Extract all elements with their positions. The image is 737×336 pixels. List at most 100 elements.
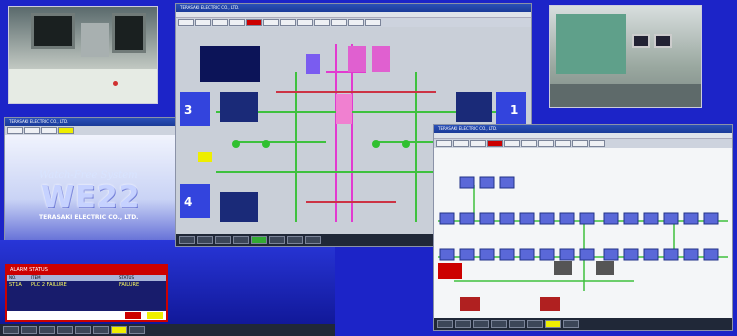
network-node-icon[interactable]: [643, 248, 659, 261]
network-node-icon[interactable]: [479, 248, 495, 261]
network-node-icon[interactable]: [459, 248, 475, 261]
status-button[interactable]: [197, 236, 213, 244]
network-node-icon[interactable]: [623, 212, 639, 225]
network-node-icon[interactable]: [539, 212, 555, 225]
network-node-icon[interactable]: [439, 248, 455, 261]
status-button[interactable]: [129, 326, 145, 334]
toolbar-button[interactable]: [178, 19, 194, 26]
network-node-icon[interactable]: [559, 212, 575, 225]
status-button[interactable]: [93, 326, 109, 334]
status-button[interactable]: [269, 236, 285, 244]
toolbar-button[interactable]: [7, 127, 23, 134]
monitor-icon[interactable]: [554, 261, 572, 275]
toolbar-button[interactable]: [297, 19, 313, 26]
alarm-indicator[interactable]: [487, 140, 503, 147]
network-node-icon[interactable]: [479, 176, 495, 189]
toolbar-button[interactable]: [348, 19, 364, 26]
product-logo: WE22: [41, 180, 141, 215]
network-node-icon[interactable]: [579, 248, 595, 261]
status-button[interactable]: [3, 326, 19, 334]
network-node-icon[interactable]: [459, 176, 475, 189]
toolbar-button[interactable]: [521, 140, 537, 147]
alarm-silence-button[interactable]: [147, 312, 163, 319]
toolbar-button[interactable]: [589, 140, 605, 147]
status-button[interactable]: [111, 326, 127, 334]
network-node-icon[interactable]: [559, 248, 575, 261]
status-button[interactable]: [473, 320, 489, 328]
status-button[interactable]: [21, 326, 37, 334]
valve-icon[interactable]: [198, 152, 212, 162]
toolbar-button[interactable]: [24, 127, 40, 134]
network-node-icon[interactable]: [683, 212, 699, 225]
network-node-icon[interactable]: [663, 248, 679, 261]
status-button[interactable]: [75, 326, 91, 334]
toolbar-button[interactable]: [453, 140, 469, 147]
network-node-icon[interactable]: [519, 212, 535, 225]
network-node-icon[interactable]: [703, 248, 719, 261]
pump-icon[interactable]: [372, 140, 380, 148]
status-button[interactable]: [233, 236, 249, 244]
alarm-ack-button[interactable]: [125, 312, 141, 319]
toolbar-button[interactable]: [58, 127, 74, 134]
network-node-icon[interactable]: [683, 248, 699, 261]
alarm-row[interactable]: ST1A PLC 2 FAILURE FAILURE: [7, 281, 166, 289]
status-button[interactable]: [437, 320, 453, 328]
status-button[interactable]: [509, 320, 525, 328]
toolbar-button[interactable]: [280, 19, 296, 26]
network-node-icon[interactable]: [643, 212, 659, 225]
network-node-icon[interactable]: [623, 248, 639, 261]
pump-icon[interactable]: [232, 140, 240, 148]
toolbar-button[interactable]: [195, 19, 211, 26]
toolbar-button[interactable]: [504, 140, 520, 147]
network-node-icon[interactable]: [703, 212, 719, 225]
toolbar-button[interactable]: [538, 140, 554, 147]
network-node-icon[interactable]: [603, 248, 619, 261]
toolbar-button[interactable]: [572, 140, 588, 147]
network-node-icon[interactable]: [479, 212, 495, 225]
network-node-icon[interactable]: [499, 248, 515, 261]
status-button[interactable]: [491, 320, 507, 328]
status-button[interactable]: [563, 320, 579, 328]
toolbar-button[interactable]: [229, 19, 245, 26]
status-button[interactable]: [57, 326, 73, 334]
status-button[interactable]: [305, 236, 321, 244]
generator-3[interactable]: [180, 92, 210, 126]
monitor-icon[interactable]: [596, 261, 614, 275]
status-button[interactable]: [545, 320, 561, 328]
plc-box[interactable]: [460, 297, 480, 311]
generator-1[interactable]: [496, 92, 526, 126]
toolbar-button[interactable]: [470, 140, 486, 147]
toolbar-button[interactable]: [555, 140, 571, 147]
alarm-indicator[interactable]: [246, 19, 262, 26]
status-button[interactable]: [287, 236, 303, 244]
status-button[interactable]: [251, 236, 267, 244]
network-node-icon[interactable]: [663, 212, 679, 225]
toolbar-button[interactable]: [314, 19, 330, 26]
controller-box[interactable]: [438, 263, 462, 279]
pump-icon[interactable]: [402, 140, 410, 148]
plc-box[interactable]: [540, 297, 560, 311]
network-node-icon[interactable]: [519, 248, 535, 261]
network-node-icon[interactable]: [439, 212, 455, 225]
network-node-icon[interactable]: [499, 212, 515, 225]
toolbar-button[interactable]: [212, 19, 228, 26]
pump-icon[interactable]: [262, 140, 270, 148]
status-button[interactable]: [527, 320, 543, 328]
network-node-icon[interactable]: [603, 212, 619, 225]
toolbar-button[interactable]: [41, 127, 57, 134]
toolbar-button[interactable]: [263, 19, 279, 26]
status-button[interactable]: [215, 236, 231, 244]
network-node-icon[interactable]: [539, 248, 555, 261]
toolbar-button[interactable]: [436, 140, 452, 147]
status-button[interactable]: [455, 320, 471, 328]
toolbar-button[interactable]: [365, 19, 381, 26]
alarm-column-header: ITEM: [31, 275, 41, 280]
generator-4[interactable]: [180, 184, 210, 218]
network-node-icon[interactable]: [459, 212, 475, 225]
network-node-icon[interactable]: [579, 212, 595, 225]
toolbar-button[interactable]: [331, 19, 347, 26]
console-screen-right: [112, 13, 146, 53]
network-node-icon[interactable]: [499, 176, 515, 189]
status-button[interactable]: [179, 236, 195, 244]
status-button[interactable]: [39, 326, 55, 334]
